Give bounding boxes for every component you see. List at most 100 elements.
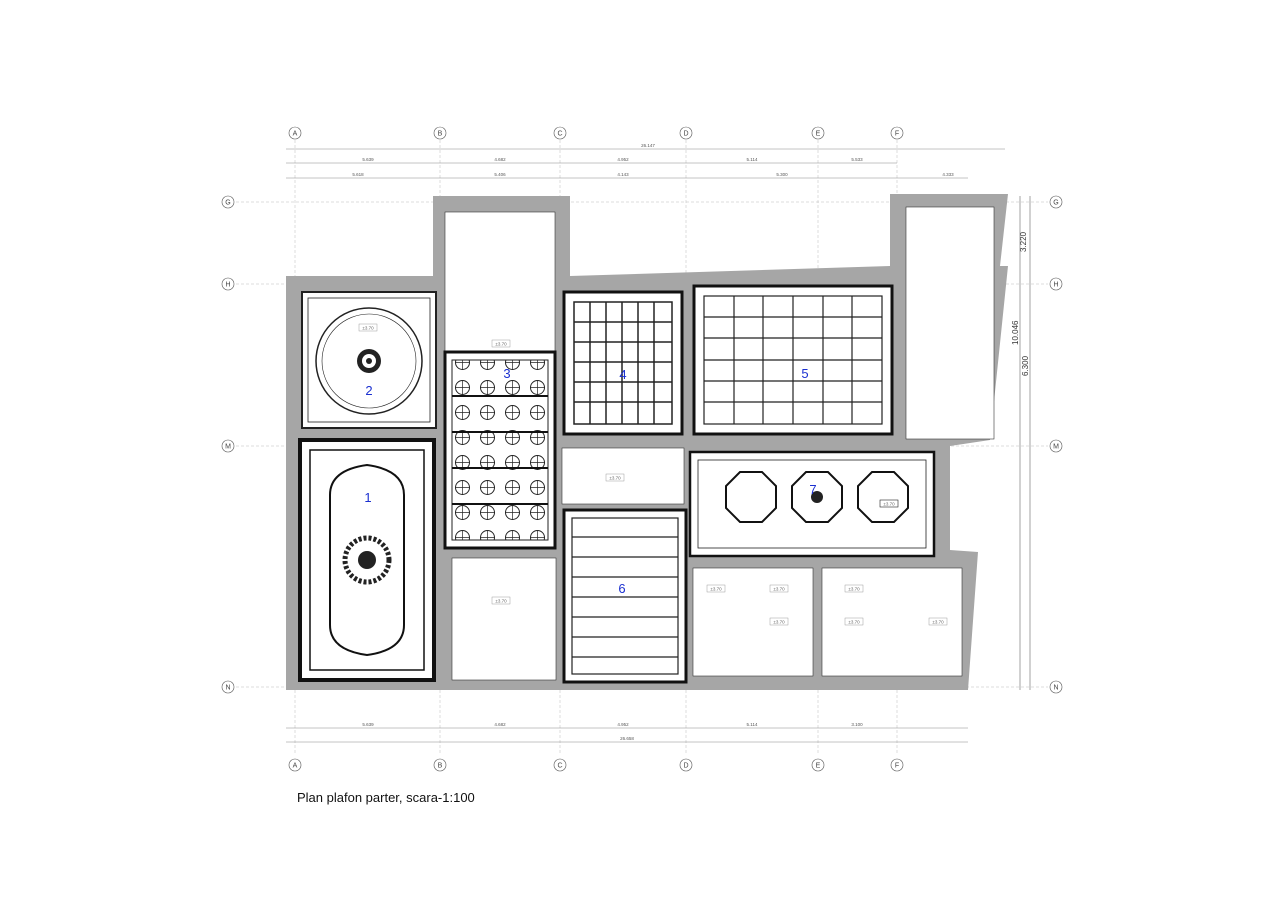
ceiling-panel-5 <box>692 284 894 436</box>
svg-text:±3.70: ±3.70 <box>883 502 895 507</box>
height-tag: ±3.70 <box>605 473 625 482</box>
dim-bottom-1: 5.639 <box>362 722 374 727</box>
dim-bottom-2: 4.682 <box>494 722 506 727</box>
height-tag: ±3.70 <box>879 499 899 508</box>
svg-text:±3.70: ±3.70 <box>362 326 374 331</box>
svg-text:±3.70: ±3.70 <box>848 620 860 625</box>
bubble-bottom-D: D <box>679 758 693 772</box>
bubble-right-H: H <box>1049 277 1063 291</box>
room-numbers: 1 2 3 4 5 6 7 <box>364 366 816 596</box>
svg-text:H: H <box>1053 282 1058 289</box>
svg-text:B: B <box>438 131 443 138</box>
svg-text:D: D <box>683 131 688 138</box>
room-number-2: 2 <box>365 383 372 398</box>
svg-text:H: H <box>225 282 230 289</box>
bubble-left-M: M <box>221 439 235 453</box>
dim-top-4: 5.114 <box>747 157 758 162</box>
svg-text:M: M <box>225 444 231 451</box>
grid-bubbles: A B C D E F A B C D E F G H M N G H M N <box>221 126 1063 772</box>
dim-right-2: 10.046 <box>1011 320 1020 345</box>
bubble-bottom-B: B <box>433 758 447 772</box>
bubble-left-G: G <box>221 195 235 209</box>
room-number-1: 1 <box>364 490 371 505</box>
svg-text:E: E <box>816 131 821 138</box>
height-tag: ±3.70 <box>491 339 511 348</box>
bubble-top-F: F <box>890 126 904 140</box>
svg-text:M: M <box>1053 444 1059 451</box>
room-number-4: 4 <box>619 367 626 382</box>
ceiling-panel-6 <box>562 508 688 684</box>
room-number-6: 6 <box>618 581 625 596</box>
svg-text:±3.70: ±3.70 <box>495 342 507 347</box>
ceiling-panel-2 <box>301 291 437 429</box>
dim-top-5: 5.533 <box>851 157 863 162</box>
svg-text:A: A <box>293 131 298 138</box>
bubble-right-M: M <box>1049 439 1063 453</box>
height-tag: ±3.70 <box>706 584 726 593</box>
svg-text:N: N <box>225 685 230 692</box>
height-tag: ±3.70 <box>928 617 948 626</box>
bottom-dimensions: 5.639 4.682 4.952 5.114 3.100 26.658 <box>286 722 968 743</box>
svg-text:D: D <box>683 763 688 770</box>
dim-top-7: 5.406 <box>494 172 506 177</box>
room-interiors <box>444 206 995 681</box>
bubble-bottom-A: A <box>288 758 302 772</box>
ceiling-panel-3 <box>443 350 557 550</box>
svg-text:A: A <box>293 763 298 770</box>
dim-bottom-4: 5.114 <box>747 722 758 727</box>
svg-text:±3.70: ±3.70 <box>609 476 621 481</box>
bubble-right-G: G <box>1049 195 1063 209</box>
svg-text:±3.70: ±3.70 <box>495 599 507 604</box>
svg-text:F: F <box>895 763 899 770</box>
room-number-5: 5 <box>801 366 808 381</box>
bubble-bottom-F: F <box>890 758 904 772</box>
dim-right-1: 3.220 <box>1019 231 1028 252</box>
dim-right-3: 6.300 <box>1021 355 1030 376</box>
height-tag: ±3.70 <box>844 617 864 626</box>
height-tags: ±3.70 ±3.70 ±3.70 ±3.70 ±3.70 ±3.70 ±3.7… <box>358 323 948 626</box>
svg-text:±3.70: ±3.70 <box>773 587 785 592</box>
bubble-right-N: N <box>1049 680 1063 694</box>
height-tag: ±3.70 <box>491 596 511 605</box>
dim-bottom-total: 26.658 <box>620 736 634 741</box>
room-number-7: 7 <box>809 482 816 497</box>
dim-top-9: 5.300 <box>776 172 788 177</box>
bubble-top-B: B <box>433 126 447 140</box>
svg-text:G: G <box>225 200 230 207</box>
svg-text:±3.70: ±3.70 <box>773 620 785 625</box>
dim-bottom-3: 4.952 <box>617 722 629 727</box>
bubble-bottom-C: C <box>553 758 567 772</box>
svg-text:F: F <box>895 131 899 138</box>
dim-bottom-5: 3.100 <box>851 722 863 727</box>
dim-top-1: 5.639 <box>362 157 374 162</box>
room-number-3: 3 <box>503 366 510 381</box>
dim-top-10: 4.333 <box>942 172 954 177</box>
svg-text:N: N <box>1053 685 1058 692</box>
svg-text:±3.70: ±3.70 <box>710 587 722 592</box>
bubble-top-D: D <box>679 126 693 140</box>
bubble-top-A: A <box>288 126 302 140</box>
svg-text:E: E <box>816 763 821 770</box>
bubble-left-N: N <box>221 680 235 694</box>
bubble-bottom-E: E <box>811 758 825 772</box>
height-tag: ±3.70 <box>358 323 378 332</box>
ceiling-panel-4 <box>562 290 684 436</box>
bubble-top-C: C <box>553 126 567 140</box>
svg-text:C: C <box>557 763 562 770</box>
dim-top-2: 4.682 <box>494 157 506 162</box>
height-tag: ±3.70 <box>844 584 864 593</box>
svg-text:±3.70: ±3.70 <box>848 587 860 592</box>
svg-text:B: B <box>438 763 443 770</box>
dim-top-total: 26.147 <box>641 143 655 148</box>
top-dimensions: 26.147 5.639 4.682 4.952 5.114 5.533 5.6… <box>286 143 1005 179</box>
dim-top-3: 4.952 <box>617 157 629 162</box>
svg-text:G: G <box>1053 200 1058 207</box>
dim-top-8: 4.143 <box>617 172 629 177</box>
height-tag: ±3.70 <box>769 617 789 626</box>
plan-caption: Plan plafon parter, scara-1:100 <box>297 790 475 805</box>
right-dimensions: 3.220 10.046 6.300 <box>1011 196 1031 690</box>
svg-text:C: C <box>557 131 562 138</box>
height-tag: ±3.70 <box>769 584 789 593</box>
svg-text:±3.70: ±3.70 <box>932 620 944 625</box>
